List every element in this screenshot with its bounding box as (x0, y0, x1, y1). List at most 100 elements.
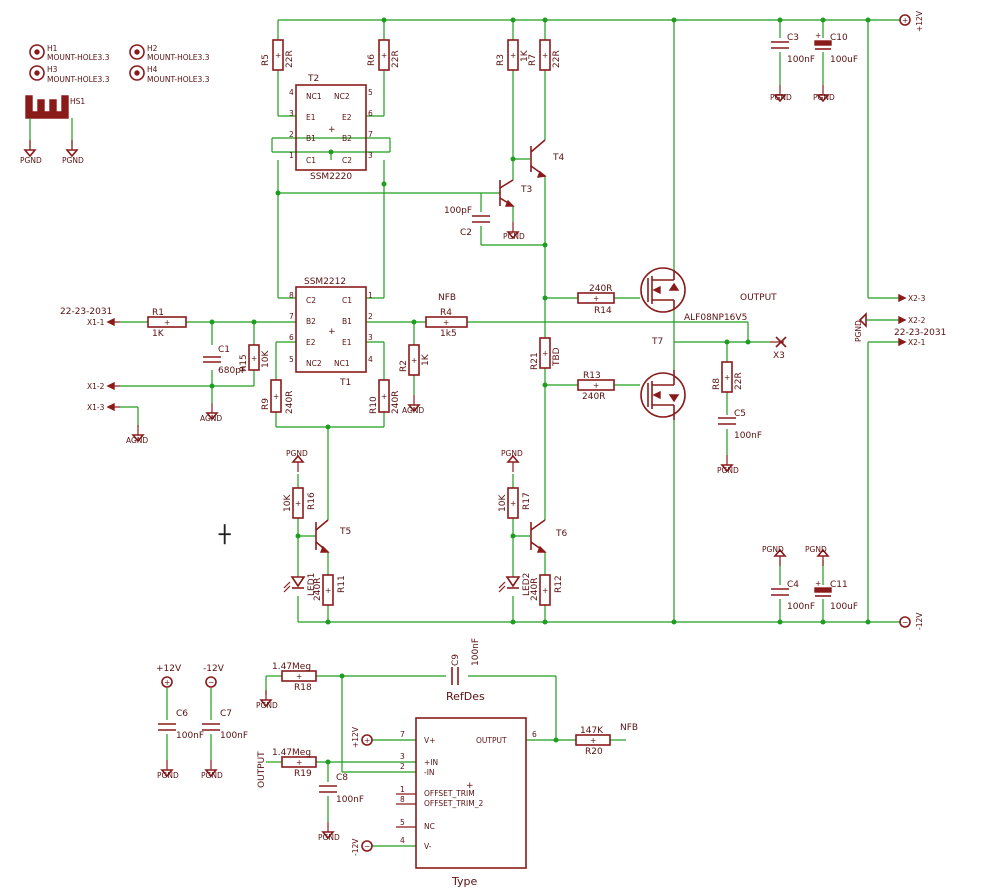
svg-text:C7: C7 (220, 709, 232, 719)
svg-text:R18: R18 (294, 683, 312, 693)
svg-text:+12V: +12V (915, 10, 924, 32)
svg-text:OFFSET_TRIM: OFFSET_TRIM (424, 789, 475, 798)
svg-text:1k5: 1k5 (440, 329, 457, 339)
svg-text:+: + (381, 392, 387, 401)
svg-text:-12V: -12V (915, 612, 924, 630)
svg-text:3: 3 (289, 109, 294, 118)
svg-text:+: + (325, 586, 331, 595)
svg-text:T1: T1 (339, 378, 351, 388)
svg-text:R17: R17 (522, 492, 532, 510)
svg-text:+12V: +12V (156, 664, 182, 674)
resistor-r2: + R2 1K (399, 344, 431, 376)
svg-text:1K: 1K (152, 329, 165, 339)
power-port-pos-c6: + +12V (156, 664, 182, 688)
svg-text:7: 7 (400, 730, 405, 739)
svg-text:+: + (328, 125, 336, 135)
svg-text:1: 1 (289, 151, 294, 160)
svg-text:+: + (542, 349, 548, 358)
svg-text:X1-2: X1-2 (87, 382, 105, 391)
svg-text:MOUNT-HOLE3.3: MOUNT-HOLE3.3 (147, 53, 210, 62)
svg-text:+: + (902, 16, 908, 25)
svg-text:H3: H3 (47, 65, 58, 74)
connector-x2: X2-3 X2-2 X2-1 22-23-2031 PGND (854, 293, 946, 347)
svg-text:22-23-2031: 22-23-2031 (894, 328, 946, 338)
svg-text:2: 2 (400, 762, 405, 771)
svg-text:R8: R8 (712, 378, 722, 390)
svg-text:AGND: AGND (200, 414, 222, 423)
svg-text:PGND: PGND (62, 156, 84, 165)
svg-text:MOUNT-HOLE3.3: MOUNT-HOLE3.3 (47, 75, 110, 84)
svg-text:PGND: PGND (318, 833, 340, 842)
resistor-r17: + 10K R17 (498, 487, 532, 519)
svg-text:AGND: AGND (126, 436, 148, 445)
power-port-neg-opamp: − -12V (351, 838, 373, 856)
resistor-r10: + R10 240R (369, 379, 401, 414)
svg-text:H4: H4 (147, 65, 158, 74)
svg-text:-12V: -12V (351, 838, 360, 856)
svg-text:B1: B1 (342, 317, 352, 326)
svg-text:C3: C3 (787, 33, 799, 43)
wires (120, 19, 905, 847)
svg-text:1.47Meg: 1.47Meg (272, 748, 311, 758)
resistor-r19: + 1.47Meg R19 (272, 748, 317, 779)
svg-text:1K: 1K (520, 49, 530, 62)
svg-text:H2: H2 (147, 44, 158, 53)
resistor-r21: + R21 TBD (530, 337, 562, 370)
svg-text:+: + (381, 51, 387, 60)
svg-text:AGND: AGND (402, 406, 424, 415)
svg-text:C2: C2 (342, 156, 352, 165)
svg-text:C2: C2 (306, 296, 316, 305)
connector-x1: 22-23-2031 X1-1 X1-2 X1-3 (60, 307, 120, 412)
svg-text:3: 3 (368, 333, 373, 342)
resistor-r18: + 1.47Meg R18 (272, 662, 317, 693)
svg-text:R3: R3 (496, 54, 506, 66)
svg-text:H1: H1 (47, 44, 58, 53)
svg-text:NC2: NC2 (334, 92, 350, 101)
svg-text:10K: 10K (498, 494, 508, 512)
svg-text:−: − (902, 618, 908, 627)
resistor-r9: + R9 240R (261, 379, 295, 414)
capacitor-c7: C7 100nF PGND (201, 709, 248, 780)
mount-hole-h1: H1 MOUNT-HOLE3.3 (29, 44, 110, 62)
svg-text:3: 3 (400, 752, 405, 761)
svg-text:┼: ┼ (218, 524, 231, 544)
svg-text:C11: C11 (830, 580, 848, 590)
svg-text:R16: R16 (307, 492, 317, 510)
svg-text:5: 5 (400, 818, 405, 827)
svg-text:1.47Meg: 1.47Meg (272, 662, 311, 672)
power-port-pos-opamp: + +12V (351, 726, 373, 748)
svg-text:-12V: -12V (203, 664, 225, 674)
svg-text:240R: 240R (589, 284, 612, 294)
svg-text:+: + (411, 356, 417, 365)
svg-text:-IN: -IN (424, 768, 435, 777)
svg-text:+: + (295, 499, 301, 508)
resistor-r3: + R3 1K (496, 39, 530, 71)
svg-text:22R: 22R (552, 50, 562, 68)
svg-text:4: 4 (400, 836, 405, 845)
svg-text:+: + (364, 736, 370, 745)
svg-text:240R: 240R (285, 391, 295, 414)
capacitor-c4: C4 100nF PGND (762, 545, 815, 612)
svg-text:X1-1: X1-1 (87, 318, 105, 327)
svg-text:C9: C9 (451, 654, 461, 666)
svg-text:R6: R6 (367, 54, 377, 66)
svg-text:C1: C1 (342, 296, 352, 305)
svg-text:RefDes: RefDes (446, 690, 485, 703)
svg-text:100nF: 100nF (734, 431, 762, 441)
svg-text:1: 1 (368, 291, 373, 300)
svg-text:22-23-2031: 22-23-2031 (60, 307, 112, 317)
resistor-r7: + R7 22R (528, 39, 562, 71)
resistor-r11: + 240R R11 (313, 574, 347, 606)
resistor-r12: + 240R R12 (530, 574, 564, 606)
capacitor-c11: + C11 100uF PGND (805, 545, 858, 612)
resistor-r8: + R8 22R (712, 361, 744, 393)
svg-text:8: 8 (289, 291, 294, 300)
resistor-r1: + R1 1K (147, 308, 187, 339)
resistor-r6: + R6 22R (367, 39, 401, 71)
svg-text:C2: C2 (460, 228, 472, 238)
svg-text:C6: C6 (176, 709, 188, 719)
svg-text:X1-3: X1-3 (87, 403, 105, 412)
svg-text:100nF: 100nF (176, 731, 204, 741)
svg-text:+: + (593, 294, 599, 303)
